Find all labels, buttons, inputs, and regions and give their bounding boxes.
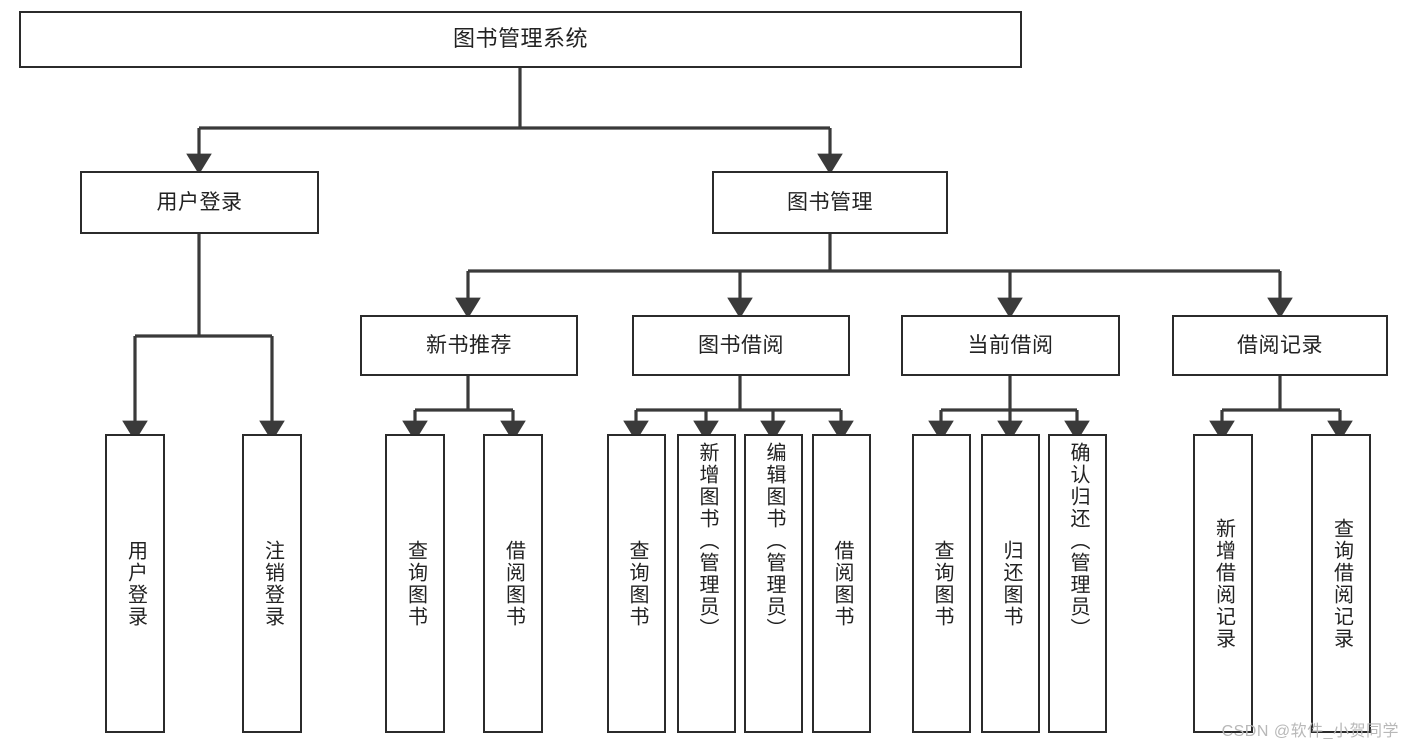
leaf-label: 查询图书 <box>626 539 648 628</box>
leaf-label: 新增借阅记录 <box>1212 517 1235 650</box>
leaf-query-book-new[interactable]: 查询图书 <box>385 434 445 733</box>
leaf-query-borrow-record[interactable]: 查询借阅记录 <box>1311 434 1371 733</box>
leaf-borrow-book[interactable]: 借阅图书 <box>812 434 871 733</box>
node-current-borrow[interactable]: 当前借阅 <box>901 315 1120 376</box>
leaf-query-book-borrow[interactable]: 查询图书 <box>607 434 666 733</box>
leaf-borrow-book-new[interactable]: 借阅图书 <box>483 434 543 733</box>
node-book-management[interactable]: 图书管理 <box>712 171 948 234</box>
leaf-confirm-return-admin[interactable]: 确认归还（管理员） <box>1048 434 1107 733</box>
leaf-label: 新增图书（管理员） <box>696 442 718 640</box>
leaf-label: 编辑图书（管理员） <box>763 442 785 640</box>
leaf-label: 用户登录 <box>124 539 147 628</box>
leaf-label: 查询图书 <box>931 539 953 628</box>
node-label: 图书管理系统 <box>452 26 588 52</box>
node-label: 图书管理 <box>787 190 873 214</box>
leaf-label: 查询图书 <box>404 539 427 628</box>
node-book-borrow[interactable]: 图书借阅 <box>632 315 850 376</box>
node-label: 用户登录 <box>156 190 243 214</box>
leaf-user-login[interactable]: 用户登录 <box>105 434 165 733</box>
leaf-add-book-admin[interactable]: 新增图书（管理员） <box>677 434 736 733</box>
leaf-edit-book-admin[interactable]: 编辑图书（管理员） <box>744 434 803 733</box>
watermark: CSDN @软件_小贺同学 <box>1221 723 1399 740</box>
node-label: 当前借阅 <box>967 333 1054 357</box>
leaf-logout[interactable]: 注销登录 <box>242 434 302 733</box>
node-label: 新书推荐 <box>426 333 512 357</box>
node-label: 图书借阅 <box>698 333 784 357</box>
node-borrow-record[interactable]: 借阅记录 <box>1172 315 1388 376</box>
node-user-login[interactable]: 用户登录 <box>80 171 319 234</box>
node-label: 借阅记录 <box>1237 333 1323 357</box>
leaf-label: 借阅图书 <box>831 539 853 628</box>
leaf-add-borrow-record[interactable]: 新增借阅记录 <box>1193 434 1253 733</box>
leaf-label: 注销登录 <box>261 539 284 628</box>
leaf-return-book[interactable]: 归还图书 <box>981 434 1040 733</box>
leaf-label: 查询借阅记录 <box>1330 517 1353 650</box>
node-new-book-recommend[interactable]: 新书推荐 <box>360 315 578 376</box>
leaf-label: 借阅图书 <box>502 539 525 628</box>
leaf-query-book-current[interactable]: 查询图书 <box>912 434 971 733</box>
node-root-system[interactable]: 图书管理系统 <box>19 11 1022 68</box>
leaf-label: 归还图书 <box>1000 539 1022 628</box>
leaf-label: 确认归还（管理员） <box>1067 442 1089 640</box>
